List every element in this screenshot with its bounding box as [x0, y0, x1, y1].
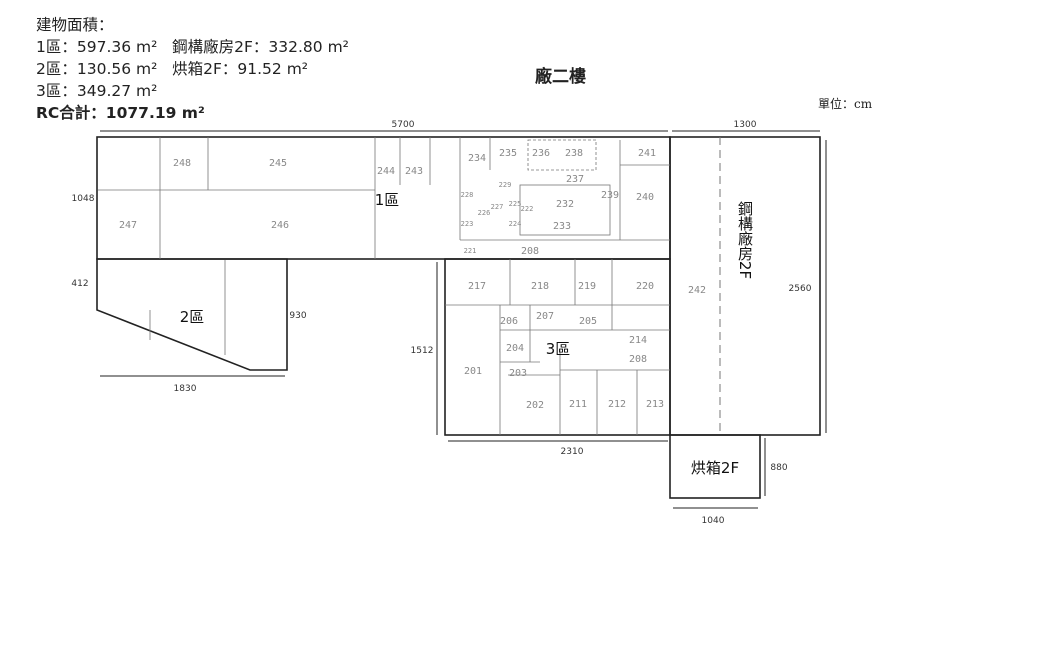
room-label: 203 — [509, 368, 527, 379]
room-label: 208 — [629, 354, 647, 365]
room-label: 247 — [119, 220, 137, 231]
room-label: 234 — [468, 153, 486, 164]
room-label: 201 — [464, 366, 482, 377]
dim-label: 1048 — [72, 194, 95, 204]
room-label: 226 — [478, 209, 491, 217]
dim-label: 930 — [289, 311, 306, 321]
room-label: 213 — [646, 399, 664, 410]
zone-labels: 1區 2區 3區 烘箱2F 鋼構廠房2F — [180, 191, 754, 477]
zone1-area: 1區：597.36 m² — [36, 38, 158, 56]
room-label: 246 — [271, 220, 289, 231]
room-label: 214 — [629, 335, 647, 346]
room-label: 242 — [688, 285, 706, 296]
dim-label: 880 — [770, 463, 787, 473]
room-label: 244 — [377, 166, 395, 177]
room-label: 206 — [500, 316, 518, 327]
room-label: 245 — [269, 158, 287, 169]
room-label: 223 — [461, 220, 474, 228]
room-label: 227 — [491, 203, 504, 211]
dim-label: 1300 — [734, 120, 757, 130]
room-label: 232 — [556, 199, 574, 210]
room-label: 221 — [464, 247, 477, 255]
room-label: 202 — [526, 400, 544, 411]
room-label: 240 — [636, 192, 654, 203]
room-label: 235 — [499, 148, 517, 159]
room-label: 236 — [532, 148, 550, 159]
page-title: 廠二樓 — [535, 67, 586, 87]
room-label: 219 — [578, 281, 596, 292]
dim-label: 412 — [71, 279, 88, 289]
room-label: 237 — [566, 174, 584, 185]
oven-outline — [669, 434, 761, 499]
steel-2f-area: 鋼構廠房2F：332.80 m² — [172, 38, 349, 56]
zone3-label: 3區 — [546, 340, 571, 358]
room-labels: 248 245 247 246 244 243 234 235 236 238 … — [119, 148, 706, 411]
zone3-area: 3區：349.27 m² — [36, 82, 158, 100]
room-label: 243 — [405, 166, 423, 177]
room-label: 205 — [579, 316, 597, 327]
zone2-area: 2區：130.56 m² — [36, 60, 158, 78]
oven-label: 烘箱2F — [691, 459, 739, 477]
zone2-label: 2區 — [180, 308, 205, 326]
area-summary: 建物面積： 1區：597.36 m² 鋼構廠房2F：332.80 m² 2區：1… — [36, 14, 349, 124]
room-label: 241 — [638, 148, 656, 159]
dimension-lines — [96, 130, 827, 509]
area-heading: 建物面積： — [36, 16, 114, 34]
room-label: 217 — [468, 281, 486, 292]
dim-label: 2560 — [789, 284, 812, 294]
room-label: 238 — [565, 148, 583, 159]
room-label: 225 — [509, 200, 522, 208]
room-label: 222 — [521, 205, 534, 213]
room-label: 207 — [536, 311, 554, 322]
room-label: 228 — [461, 191, 474, 199]
room-label: 208 — [521, 246, 539, 257]
room-label: 248 — [173, 158, 191, 169]
dim-label: 1040 — [702, 516, 725, 526]
room-label: 220 — [636, 281, 654, 292]
dim-label: 2310 — [561, 447, 584, 457]
room-label: 211 — [569, 399, 587, 410]
room-label: 239 — [601, 190, 619, 201]
room-label: 229 — [499, 181, 512, 189]
room-label: 224 — [509, 220, 522, 228]
unit-label: 單位：cm — [818, 97, 873, 111]
room-label: 204 — [506, 343, 524, 354]
dimension-labels: 5700 1300 1048 412 930 1830 1512 2310 25… — [71, 120, 811, 526]
dim-label: 5700 — [392, 120, 415, 130]
zone1-label: 1區 — [375, 191, 400, 209]
steel-building-label: 鋼構廠房2F — [736, 201, 754, 279]
dim-label: 1512 — [411, 346, 434, 356]
rc-total-area: RC合計：1077.19 m² — [36, 104, 205, 122]
interior-walls — [97, 137, 670, 435]
room-label: 218 — [531, 281, 549, 292]
room-label: 212 — [608, 399, 626, 410]
room-label: 233 — [553, 221, 571, 232]
dim-label: 1830 — [174, 384, 197, 394]
oven-2f-area: 烘箱2F：91.52 m² — [172, 60, 309, 78]
